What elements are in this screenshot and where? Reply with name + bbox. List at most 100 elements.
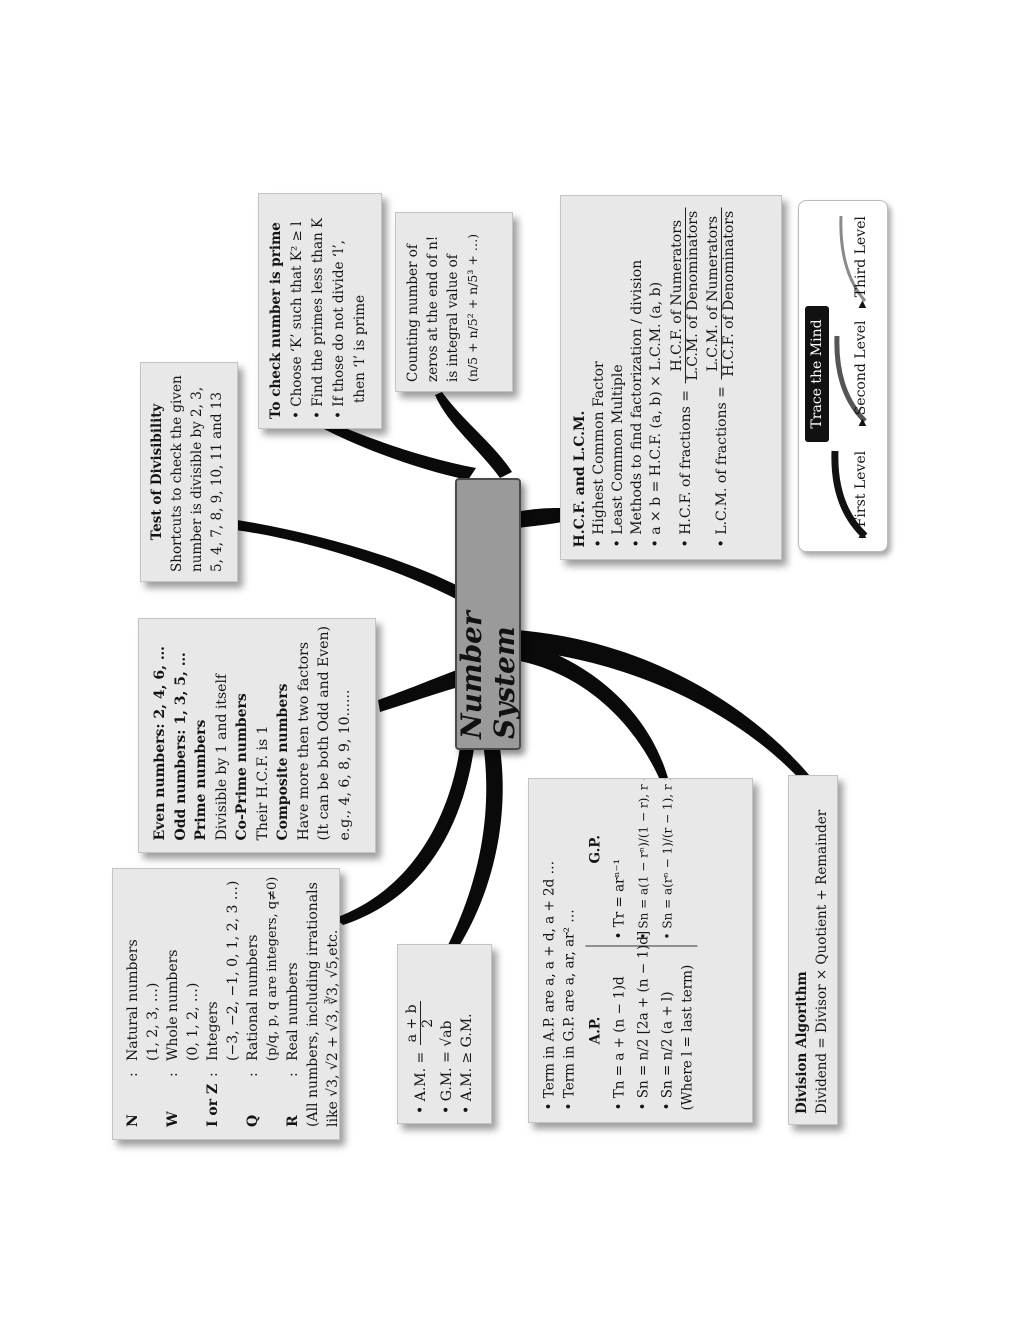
division-formula: Dividend = Divisor × Quotient + Remainde… <box>814 809 830 1114</box>
gp-sum-2: • Sn = a(rⁿ − 1)/(r − 1), r > 1 <box>660 778 674 939</box>
am-num: a + b <box>404 1001 421 1046</box>
hcf-fraction-num: H.C.F. of Numerators <box>669 207 687 384</box>
set-symbol-w: W <box>165 1111 181 1127</box>
set-example-q: (p/q, p, q are integers, q≠0) <box>265 876 280 1061</box>
legend-label-third: Third Level <box>853 216 869 298</box>
set-symbol-n: N <box>125 1114 141 1127</box>
set-label-q: Rational numbers <box>245 934 261 1061</box>
sep: : <box>205 1072 221 1077</box>
legend-item-second: ▶ Second Level <box>853 320 869 426</box>
hcf-line-1: • Highest Common Factor <box>591 360 607 547</box>
legend-curve-second <box>834 335 867 423</box>
means-inequality: • A.M. ≥ G.M. <box>458 1013 475 1114</box>
divisibility-title: Test of Divisibility <box>149 403 165 541</box>
gp-nth-term: • Tr = arⁿ⁻¹ <box>611 858 627 940</box>
prime-check-box: To check number is prime • Choose ‘K’ su… <box>258 193 382 429</box>
division-algorithm-box: Division Algorithm Dividend = Divisor × … <box>788 775 838 1125</box>
set-symbol-q: Q <box>245 1114 261 1127</box>
set-example-z: (−3, −2, −1, 0, 1, 2, 3 …) <box>225 880 241 1061</box>
center-title: Number System <box>455 611 521 739</box>
branch-to-primecheck <box>322 420 476 480</box>
triangle-icon: ▶ <box>857 300 868 308</box>
prime-numbers-text: Divisible by 1 and itself <box>213 673 230 840</box>
branch-to-parity <box>378 668 470 712</box>
legend-label-first: First Level <box>853 450 869 528</box>
gp-column: G.P. • Tr = arⁿ⁻¹ • Sn = a(1 − rⁿ)/(1 − … <box>585 778 697 945</box>
ap-sum-2: • Sn = n/2 (a + l) <box>659 990 675 1110</box>
divisibility-box: Test of Divisibility Shortcuts to check … <box>140 362 238 582</box>
set-symbol-r: R <box>285 1115 301 1127</box>
set-label-r: Real numbers <box>285 962 301 1061</box>
lcm-fraction-den: H.C.F. of Denominators <box>721 210 738 377</box>
set-label-n: Natural numbers <box>125 939 141 1061</box>
branch-to-hcf <box>517 508 562 528</box>
odd-numbers: Odd numbers: 1, 3, 5, … <box>172 651 189 840</box>
set-example-r-1: (All numbers, including irrationals <box>305 882 321 1127</box>
hcf-fraction-label: • H.C.F. of fractions = <box>677 389 694 548</box>
hcf-fraction: H.C.F. of Numerators L.C.M. of Denominat… <box>669 207 702 384</box>
lcm-fraction-num: L.C.M. of Numerators <box>705 207 723 380</box>
divisibility-line-2: number is divisible by 2, 3, <box>189 386 205 572</box>
set-label-z: Integers <box>205 1001 221 1061</box>
hcf-line-4: • a × b = H.C.F. (a, b) × L.C.M. (a, b) <box>648 281 664 547</box>
hcf-title: H.C.F. and L.C.M. <box>572 410 588 547</box>
triangle-icon: ▶ <box>857 418 868 426</box>
gp-terms: • Term in G.P. are a, ar, ar² … <box>561 908 577 1110</box>
legend-item-first: ▶ First Level <box>853 451 869 538</box>
means-box: • A.M. = a + b 2 • G.M. = √ab • A.M. ≥ G… <box>397 944 492 1124</box>
legend-curve-first <box>831 450 868 539</box>
gp-sum-1: • Sn = a(1 − rⁿ)/(1 − r), r < 1 <box>636 778 650 939</box>
prime-check-line-2: • Find the primes less than K <box>310 217 326 419</box>
sep: : <box>165 1072 181 1077</box>
composite-text-2: (It can be both Odd and Even) <box>316 625 332 840</box>
trailing-zeros-box: Counting number of zeros at the end of n… <box>395 212 513 392</box>
legend-curves <box>831 215 868 539</box>
am-fraction: a + b 2 <box>404 1001 437 1046</box>
zeros-line-3: is integral value of <box>445 254 461 382</box>
gp-heading: G.P. <box>587 834 603 863</box>
composite-heading: Composite numbers <box>275 683 291 840</box>
am-den: 2 <box>419 1018 436 1028</box>
zeros-line-1: Counting number of <box>405 244 421 382</box>
branch-to-progression <box>515 640 668 780</box>
sep: : <box>245 1072 261 1077</box>
hcf-fraction-den: L.C.M. of Denominators <box>685 210 702 381</box>
legend: Trace the Mind Map ▶First Level ▶Second … <box>798 200 888 552</box>
set-example-n: (1, 2, 3, …) <box>145 982 161 1061</box>
hcf-line-2: • Least Common Multiple <box>610 363 626 547</box>
divisibility-line-1: Shortcuts to check the given <box>169 375 185 572</box>
composite-text-3: e.g., 4, 6, 8, 9, 10...... <box>336 689 353 840</box>
triangle-icon: ▶ <box>857 530 868 538</box>
progression-box: • Term in A.P. are a, a + d, a + 2d … • … <box>528 778 753 1123</box>
prime-check-line-4: then ‘l’ is prime <box>352 294 368 403</box>
legend-curve-third <box>839 215 867 302</box>
ap-heading: A.P. <box>587 1016 603 1044</box>
ap-terms: • Term in A.P. are a, a + d, a + 2d … <box>541 860 557 1110</box>
am-label: • A.M. = <box>412 1051 429 1114</box>
center-node: Number System <box>455 478 521 750</box>
coprime-heading: Co-Prime numbers <box>234 692 250 840</box>
ap-sum-1: • Sn = n/2 [2a + (n − 1)d] <box>635 930 651 1110</box>
branch-to-division <box>517 630 815 786</box>
ap-nth-term: • Tn = a + (n − 1)d <box>611 975 627 1110</box>
set-symbol-z: I or Z <box>205 1083 221 1127</box>
legend-item-third: ▶ Third Level <box>853 216 869 308</box>
ap-note: (Where l = last term) <box>679 964 695 1110</box>
division-title: Division Algorithm <box>794 971 810 1114</box>
divisibility-line-3: 5, 4, 7, 8, 9, 10, 11 and 13 <box>209 392 225 572</box>
even-numbers: Even numbers: 2, 4, 6, … <box>152 645 168 840</box>
number-sets-box: N:Natural numbers (1, 2, 3, …) W:Whole n… <box>112 868 340 1140</box>
sep: : <box>285 1072 301 1077</box>
prime-numbers-heading: Prime numbers <box>193 719 209 840</box>
branch-to-means <box>448 736 503 948</box>
prime-check-line-3: • If those do not divide ‘l’, <box>331 240 347 419</box>
gm-formula: • G.M. = √ab <box>438 1020 455 1115</box>
set-example-w: (0, 1, 2, …) <box>185 982 201 1061</box>
zeros-line-2: zeros at the end of n! <box>425 235 441 382</box>
legend-label-second: Second Level <box>853 320 869 416</box>
composite-text-1: Have more then two factors <box>295 641 312 840</box>
branch-to-zeros <box>435 392 512 478</box>
lcm-fraction: L.C.M. of Numerators H.C.F. of Denominat… <box>705 207 738 380</box>
set-example-r-2: like √3, √2 + √3, ∛3, √5,etc. <box>325 929 340 1127</box>
